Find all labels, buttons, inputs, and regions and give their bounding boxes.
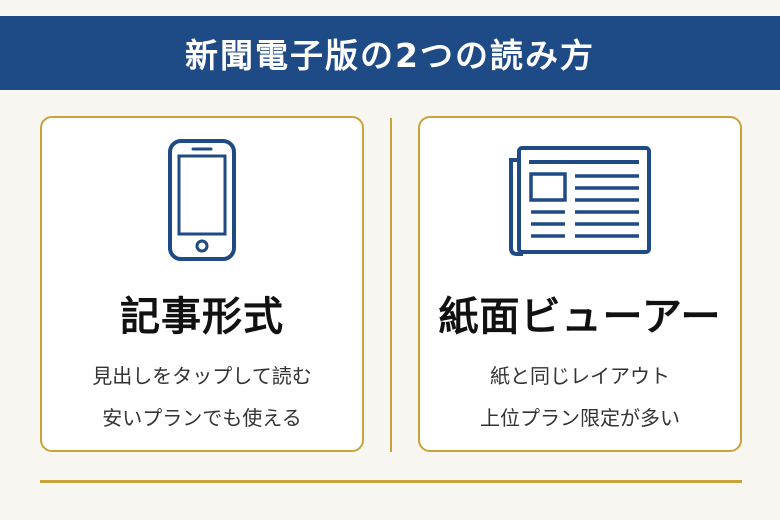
header-banner: 新聞電子版の2つの読み方 — [0, 16, 780, 90]
card-description-line: 紙と同じレイアウト — [490, 364, 670, 388]
newspaper-icon — [420, 144, 740, 256]
card-article-format: 記事形式 見出しをタップして読む 安いプランでも使える — [40, 116, 364, 452]
card-description-line: 上位プラン限定が多い — [480, 406, 680, 430]
card-paper-viewer: 紙面ビューアー 紙と同じレイアウト 上位プラン限定が多い — [418, 116, 742, 452]
card-title: 記事形式 — [120, 294, 284, 340]
smartphone-icon — [42, 138, 362, 262]
card-description-line: 安いプランでも使える — [102, 406, 302, 430]
vertical-divider — [390, 118, 392, 452]
page-title: 新聞電子版の2つの読み方 — [185, 36, 595, 75]
card-description-line: 見出しをタップして読む — [92, 364, 312, 388]
card-title: 紙面ビューアー — [438, 294, 722, 340]
bottom-divider — [40, 480, 742, 483]
